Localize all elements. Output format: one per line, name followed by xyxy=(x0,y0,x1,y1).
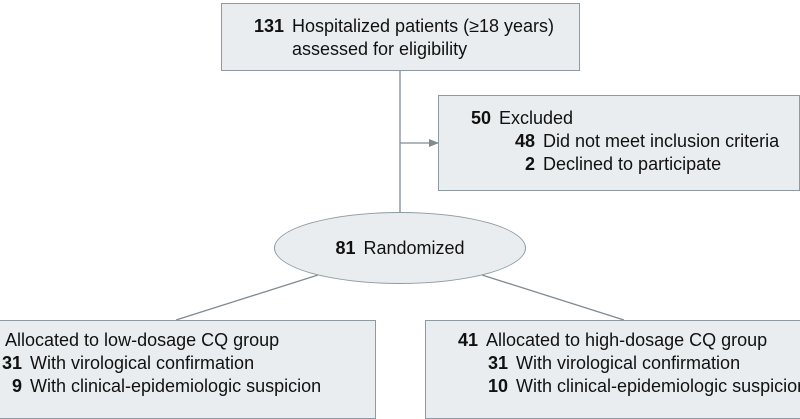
randomized-node: 81 Randomized xyxy=(274,212,526,284)
screening-label-2: assessed for eligibility xyxy=(292,39,468,59)
excluded-reason-label: Declined to participate xyxy=(543,154,722,174)
screening-count: 131 xyxy=(253,16,284,36)
excluded-label: Excluded xyxy=(499,108,574,128)
low-dose-branch xyxy=(175,274,319,321)
low-dose-label: Allocated to low-dosage CQ group xyxy=(5,330,280,350)
high-dose-count: 41 xyxy=(457,330,478,350)
low-dose-item-label: With clinical-epidemiologic suspicion xyxy=(30,376,322,396)
excluded-reason-count: 48 xyxy=(514,131,535,151)
low-dose-item-count: 31 xyxy=(1,353,22,373)
low-dose-item-label: With virological confirmation xyxy=(30,353,255,373)
high-dose-box: 41 Allocated to high-dosage CQ group 31 … xyxy=(425,320,800,419)
excluded-reason-label: Did not meet inclusion criteria xyxy=(543,131,780,151)
low-dose-box: 40 Allocated to low-dosage CQ group 31 W… xyxy=(0,320,376,419)
high-dose-item-count: 31 xyxy=(487,353,508,373)
high-dose-label: Allocated to high-dosage CQ group xyxy=(486,330,768,350)
high-dose-item-label: With clinical-epidemiologic suspicion xyxy=(516,376,800,396)
randomized-label: Randomized xyxy=(363,237,465,258)
low-dose-item-count: 9 xyxy=(11,376,22,396)
randomized-count: 81 xyxy=(335,237,356,258)
screening-box: 131 Hospitalized patients (≥18 years) as… xyxy=(221,3,580,71)
excluded-count: 50 xyxy=(470,108,491,128)
high-dose-branch xyxy=(481,274,625,321)
excluded-reason-count: 2 xyxy=(524,154,535,174)
high-dose-item-count: 10 xyxy=(487,376,508,396)
high-dose-item-label: With virological confirmation xyxy=(516,353,741,373)
screening-label: Hospitalized patients (≥18 years) xyxy=(292,16,555,36)
excluded-box: 50 Excluded 48 Did not meet inclusion cr… xyxy=(438,95,800,191)
